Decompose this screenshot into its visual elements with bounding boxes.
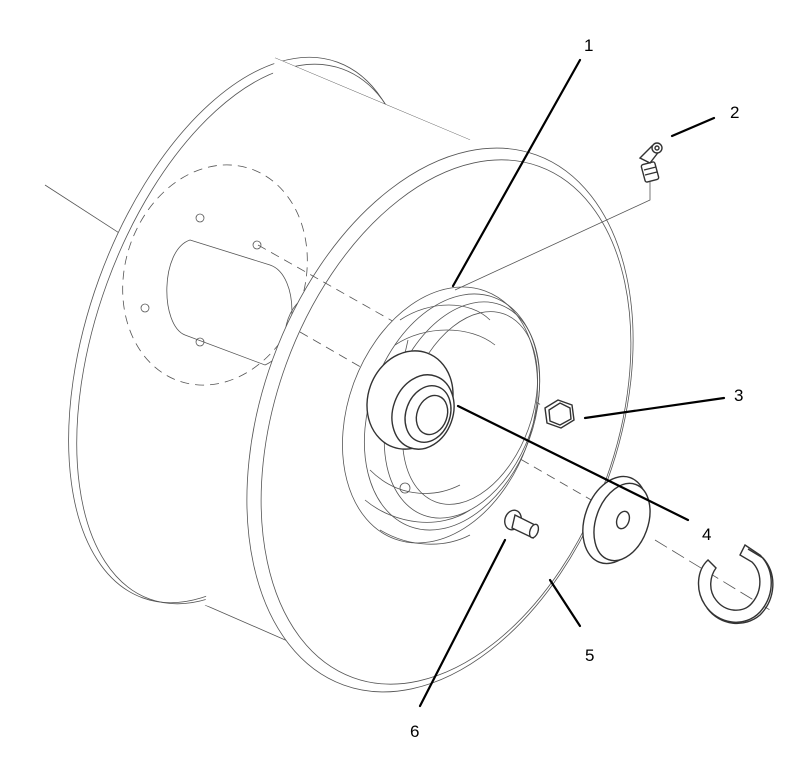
callout-5: 5	[585, 646, 594, 665]
leader-line-1	[451, 58, 582, 288]
rim-arc-1	[399, 304, 491, 321]
callout-3: 3	[734, 386, 743, 405]
rim-arc-3	[369, 469, 461, 494]
leader-line-4	[456, 404, 690, 522]
washer-part	[582, 475, 651, 565]
back-bolt-hole-3	[140, 303, 150, 313]
leader-line-6	[418, 538, 507, 708]
bearing-bore	[415, 394, 449, 436]
hex-nut-part	[544, 399, 575, 429]
leader-line-3	[583, 396, 726, 420]
grease-fitting-part	[638, 142, 663, 183]
back-hub-slot	[166, 239, 293, 366]
rim-arc-4	[364, 499, 471, 523]
valve-stem-part	[504, 509, 540, 540]
callout-1: 1	[584, 36, 593, 55]
retaining-ring-part	[697, 543, 774, 625]
axle-centerline	[44, 184, 131, 241]
back-bolt-hole-1	[195, 213, 205, 223]
grease-fitting-guide-line	[454, 182, 651, 291]
leader-line-5	[548, 578, 582, 628]
callout-6: 6	[410, 722, 419, 741]
rim-arc-2	[394, 329, 496, 346]
rim-arc-5	[379, 529, 471, 545]
back-bolt-hole-2	[252, 240, 262, 250]
leader-line-2	[670, 116, 716, 138]
callout-4: 4	[702, 525, 711, 544]
callout-2: 2	[730, 103, 739, 122]
rim-valve-hole	[399, 482, 411, 494]
back-bolt-hole-4	[195, 337, 205, 347]
